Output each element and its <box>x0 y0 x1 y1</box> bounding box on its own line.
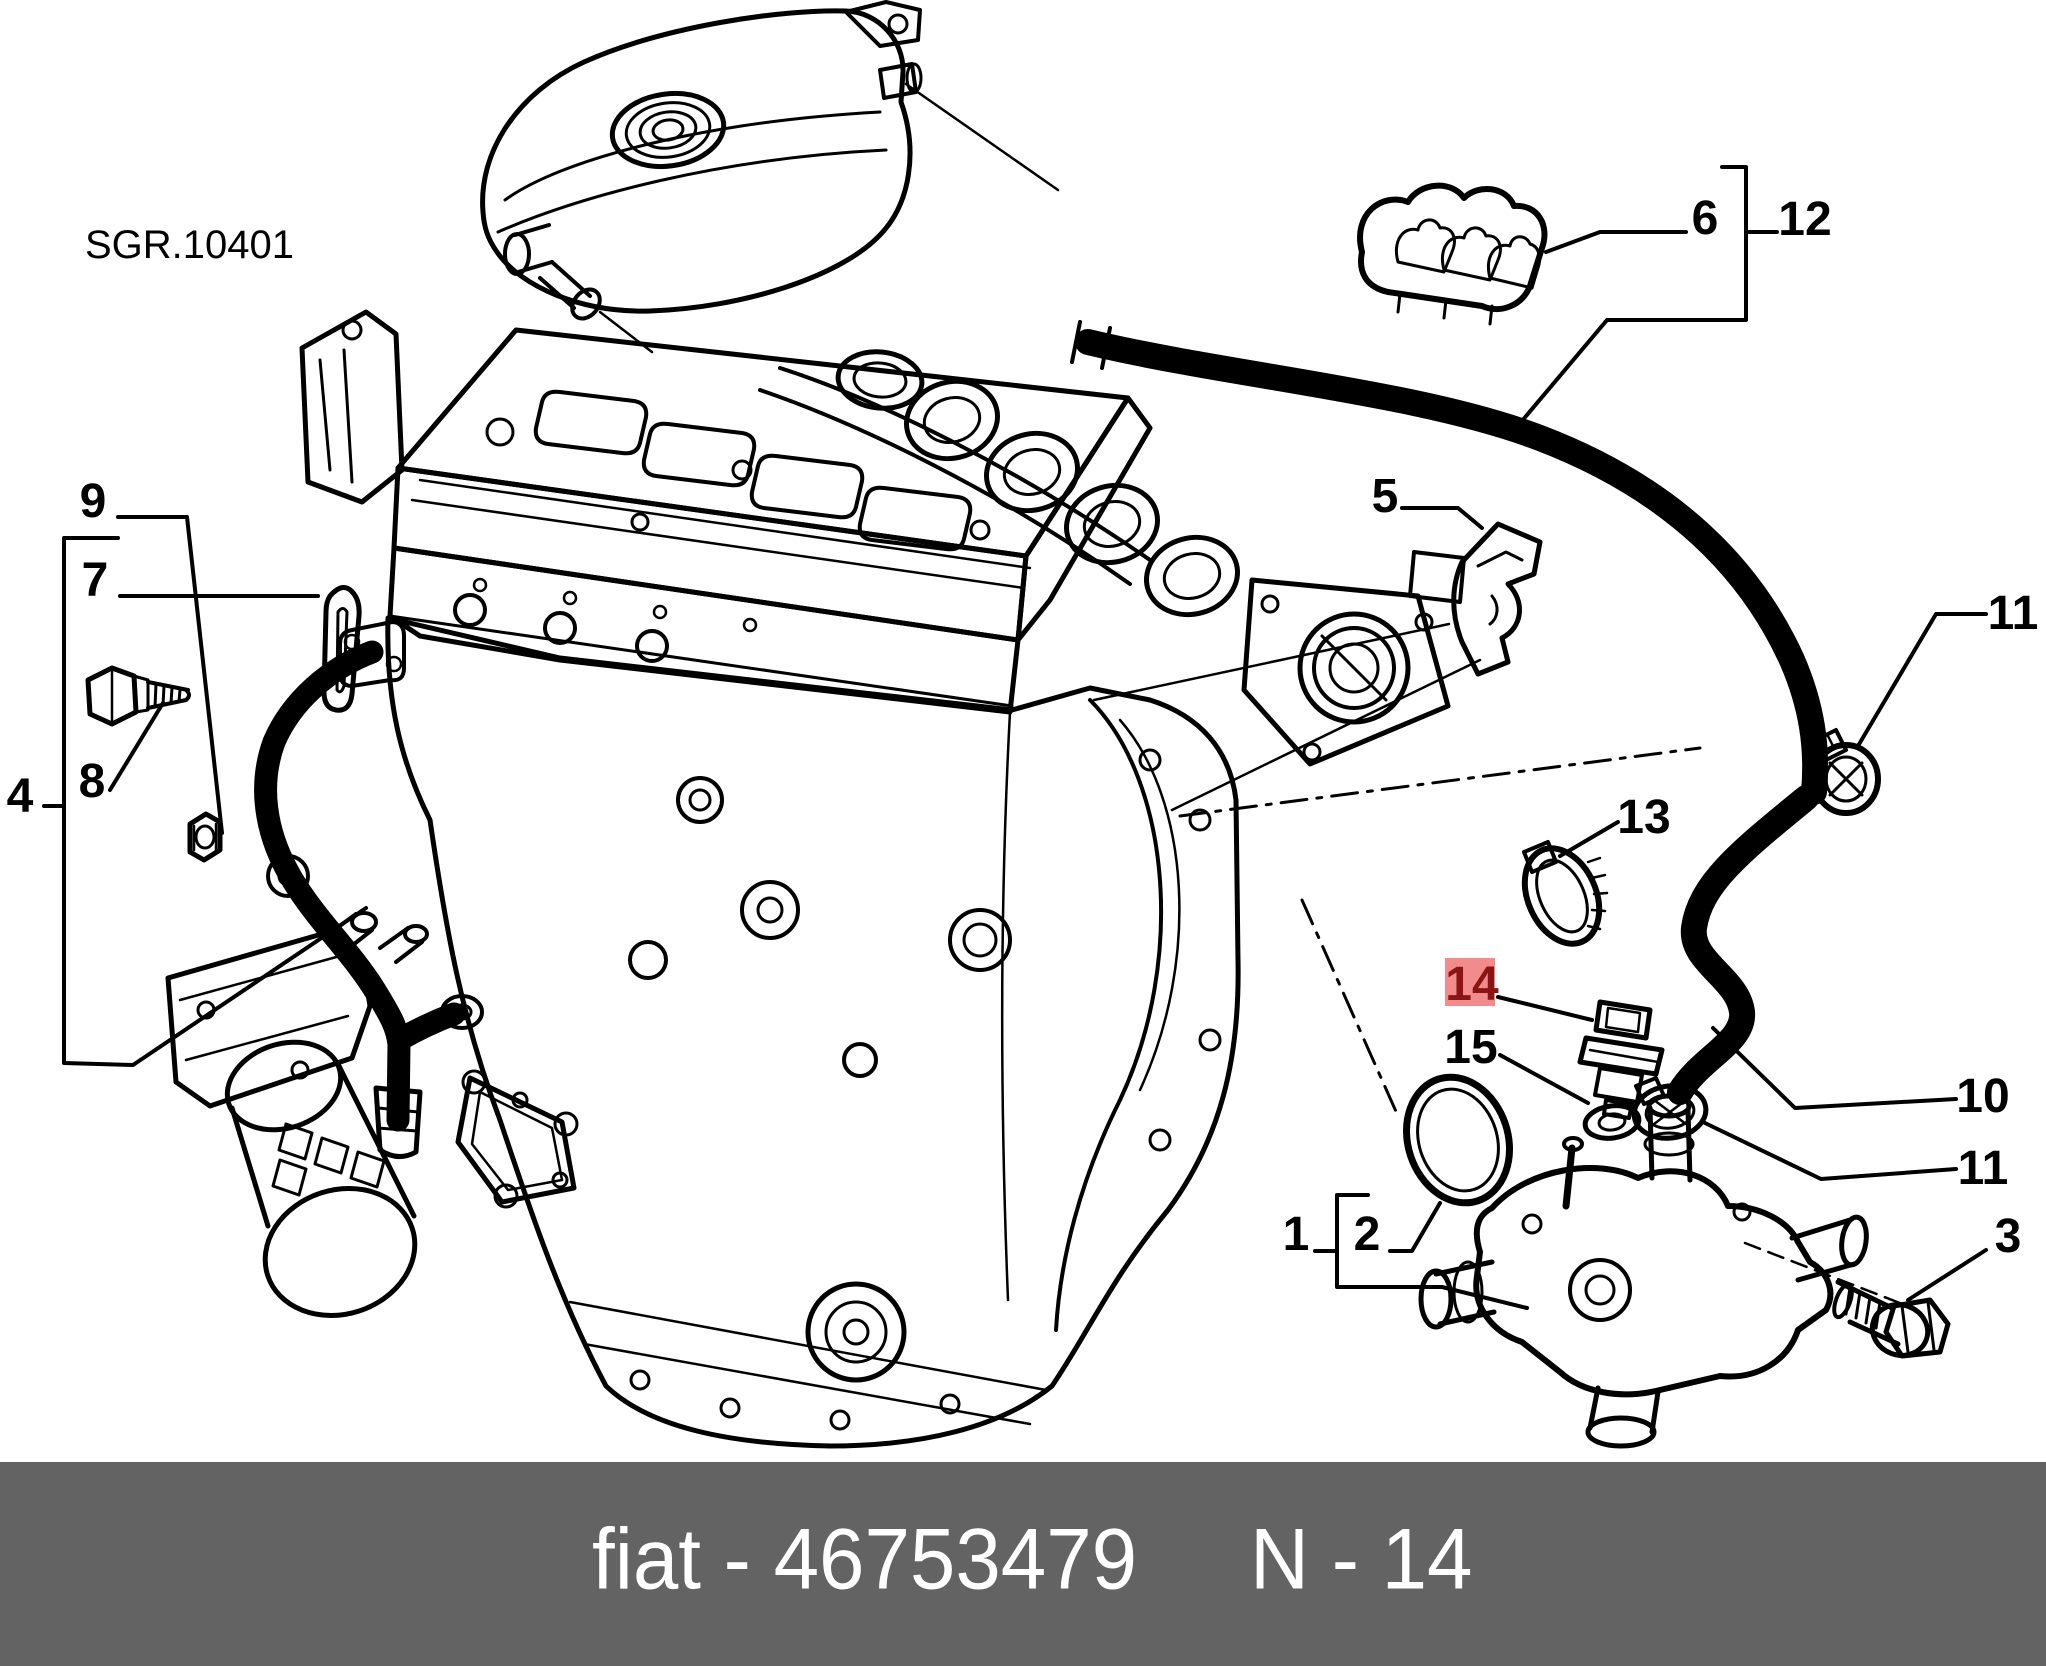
washer-drawing <box>1582 1103 1642 1141</box>
nut-9-drawing <box>187 811 223 863</box>
callout-3[interactable]: 3 <box>1995 1210 2022 1263</box>
leader-line-2 <box>1388 1201 1442 1253</box>
callout-14[interactable]: 14 <box>1445 958 1499 1011</box>
leader-line-12 <box>1514 165 1748 430</box>
callout-4[interactable]: 4 <box>7 770 34 823</box>
upper-hose-drawing <box>1070 182 1881 816</box>
callout-12[interactable]: 12 <box>1778 193 1831 246</box>
hose-clamp-13-drawing <box>1521 840 1609 947</box>
leader-line-4-1 <box>62 536 368 1067</box>
callout-5[interactable]: 5 <box>1372 470 1399 523</box>
hose-clamp-11-top-drawing <box>1810 728 1881 816</box>
leader-line-9 <box>116 515 224 835</box>
leader-line-13 <box>1558 820 1620 858</box>
callout-10[interactable]: 10 <box>1956 1070 2009 1123</box>
footer-bar: fiat - 46753479 N - 14 <box>0 1462 2046 1666</box>
hose-holder-clip-drawing <box>1357 182 1548 326</box>
gasket-drawing <box>321 585 362 713</box>
throttle-body-drawing <box>1241 550 1466 767</box>
leader-line-8 <box>108 701 165 792</box>
bolt-3-drawing <box>1832 1279 1951 1359</box>
footer-part-number: fiat - 46753479 <box>592 1511 1138 1608</box>
oring-drawing <box>1402 1073 1514 1207</box>
lower-hose-drawing <box>1631 785 1819 1141</box>
leader-line-5 <box>1400 506 1484 530</box>
leader-line-11-bottom <box>1703 1121 1958 1181</box>
engine-assembly-drawing <box>165 309 1702 1449</box>
leader-line-11-top <box>1856 612 1988 748</box>
support-clip-drawing <box>1451 521 1543 677</box>
callout-11-top[interactable]: 11 <box>1988 587 2039 640</box>
leader-line-3 <box>1906 1248 1988 1302</box>
callout-7[interactable]: 7 <box>82 554 109 607</box>
subgroup-code-label: SGR.10401 <box>85 223 294 267</box>
callout-15[interactable]: 15 <box>1444 1021 1497 1074</box>
leader-line-14 <box>1496 995 1594 1022</box>
thermostat-drawing <box>1418 1093 1951 1449</box>
leader-lines-layer <box>42 165 1988 1310</box>
footer-page-ref: N - 14 <box>1250 1511 1473 1608</box>
bolt-8-drawing <box>85 665 191 727</box>
leader-line-1-1 <box>1335 1193 1529 1310</box>
callout-2[interactable]: 2 <box>1354 1208 1381 1261</box>
callout-6[interactable]: 6 <box>1692 192 1719 245</box>
callout-9[interactable]: 9 <box>80 475 107 528</box>
leader-line-10 <box>1711 1026 1958 1110</box>
callout-8[interactable]: 8 <box>79 755 106 808</box>
expansion-tank-drawing <box>480 0 1060 354</box>
callout-1[interactable]: 1 <box>1283 1208 1310 1261</box>
callout-13[interactable]: 13 <box>1617 791 1670 844</box>
water-pipe-drawing <box>85 585 484 1159</box>
callout-11-bottom[interactable]: 11 <box>1958 1142 2009 1195</box>
leader-line-15 <box>1498 1053 1590 1105</box>
callout-highlight-14 <box>1445 958 1495 1006</box>
leader-line-6 <box>1544 230 1688 254</box>
